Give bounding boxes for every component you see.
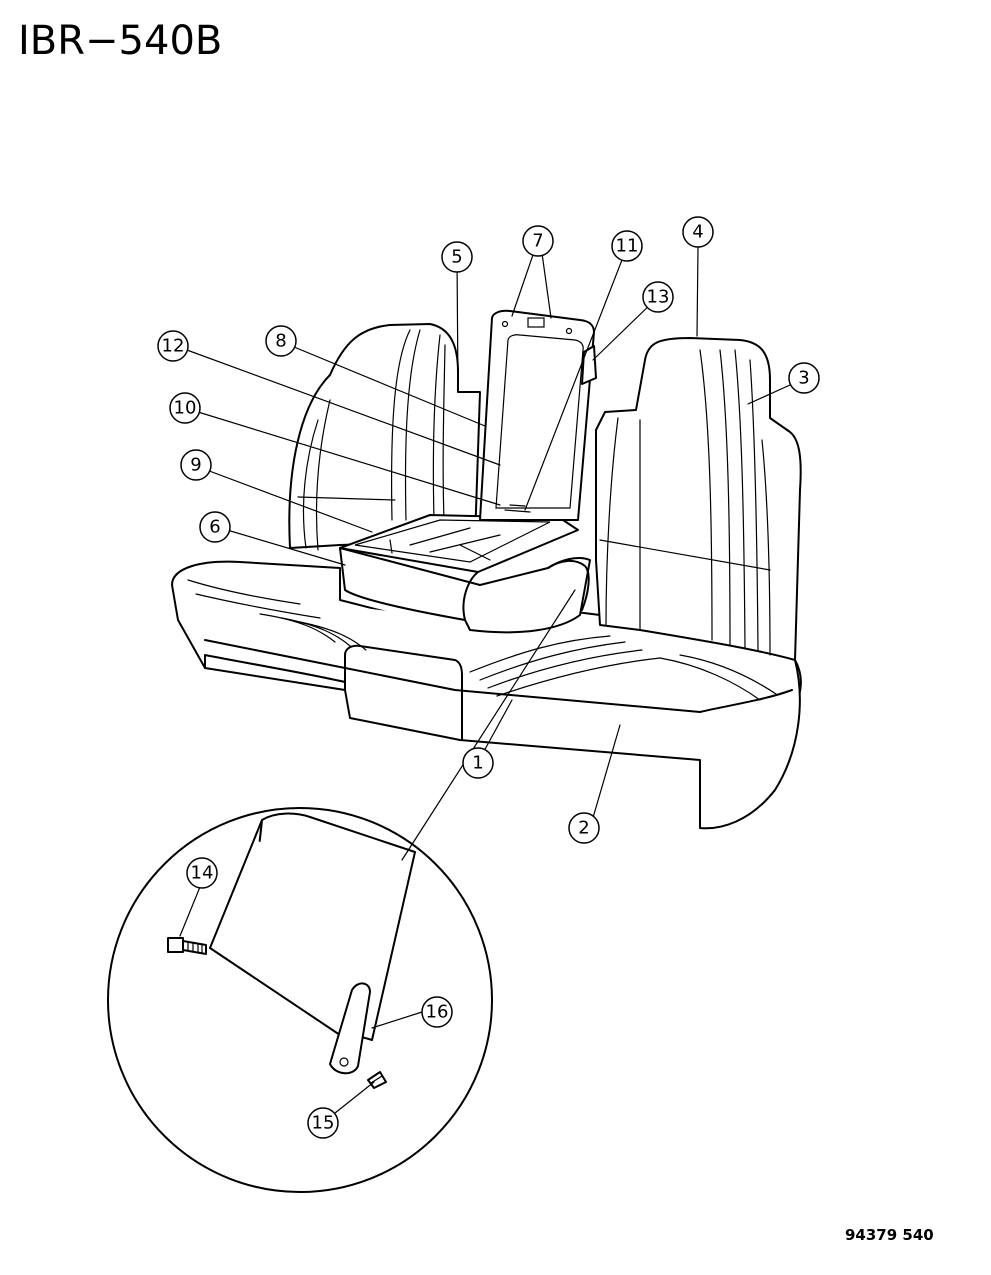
callout-4-label: 4 bbox=[692, 222, 703, 243]
callout-10: 10 bbox=[169, 392, 201, 424]
callout-15: 15 bbox=[307, 1107, 339, 1139]
callout-10-label: 10 bbox=[174, 398, 197, 419]
callout-11: 11 bbox=[611, 230, 643, 262]
callout-13-label: 13 bbox=[647, 287, 670, 308]
diagram-title: IBR−540B bbox=[18, 18, 223, 64]
callout-14-label: 14 bbox=[191, 863, 214, 884]
callout-12: 12 bbox=[157, 330, 189, 362]
callout-2: 2 bbox=[568, 812, 600, 844]
right-seat-back bbox=[595, 337, 802, 661]
callout-9: 9 bbox=[180, 449, 212, 481]
callout-1-label: 1 bbox=[472, 753, 483, 774]
callout-12-label: 12 bbox=[162, 336, 185, 357]
callout-1: 1 bbox=[462, 747, 494, 779]
bench-cushion bbox=[171, 560, 802, 830]
leader-lines bbox=[175, 245, 791, 1122]
callout-3: 3 bbox=[788, 362, 820, 394]
callout-16-label: 16 bbox=[426, 1002, 449, 1023]
callout-14: 14 bbox=[186, 857, 218, 889]
callout-11-label: 11 bbox=[616, 236, 639, 257]
callout-15-label: 15 bbox=[312, 1113, 335, 1134]
callout-7-label: 7 bbox=[532, 231, 543, 252]
callout-9-label: 9 bbox=[190, 455, 201, 476]
callout-4: 4 bbox=[682, 216, 714, 248]
callout-13: 13 bbox=[642, 281, 674, 313]
callout-3-label: 3 bbox=[798, 368, 809, 389]
callout-5-label: 5 bbox=[451, 247, 462, 268]
diagram-code: 94379 540 bbox=[845, 1226, 934, 1244]
callout-6: 6 bbox=[199, 511, 231, 543]
center-armrest bbox=[339, 309, 597, 634]
callout-8-label: 8 bbox=[275, 331, 286, 352]
callout-2-label: 2 bbox=[578, 818, 589, 839]
callout-16: 16 bbox=[421, 996, 453, 1028]
detail-view bbox=[107, 807, 493, 1193]
callout-6-label: 6 bbox=[209, 517, 220, 538]
callout-5: 5 bbox=[441, 241, 473, 273]
callout-7: 7 bbox=[522, 225, 554, 257]
callout-8: 8 bbox=[265, 325, 297, 357]
